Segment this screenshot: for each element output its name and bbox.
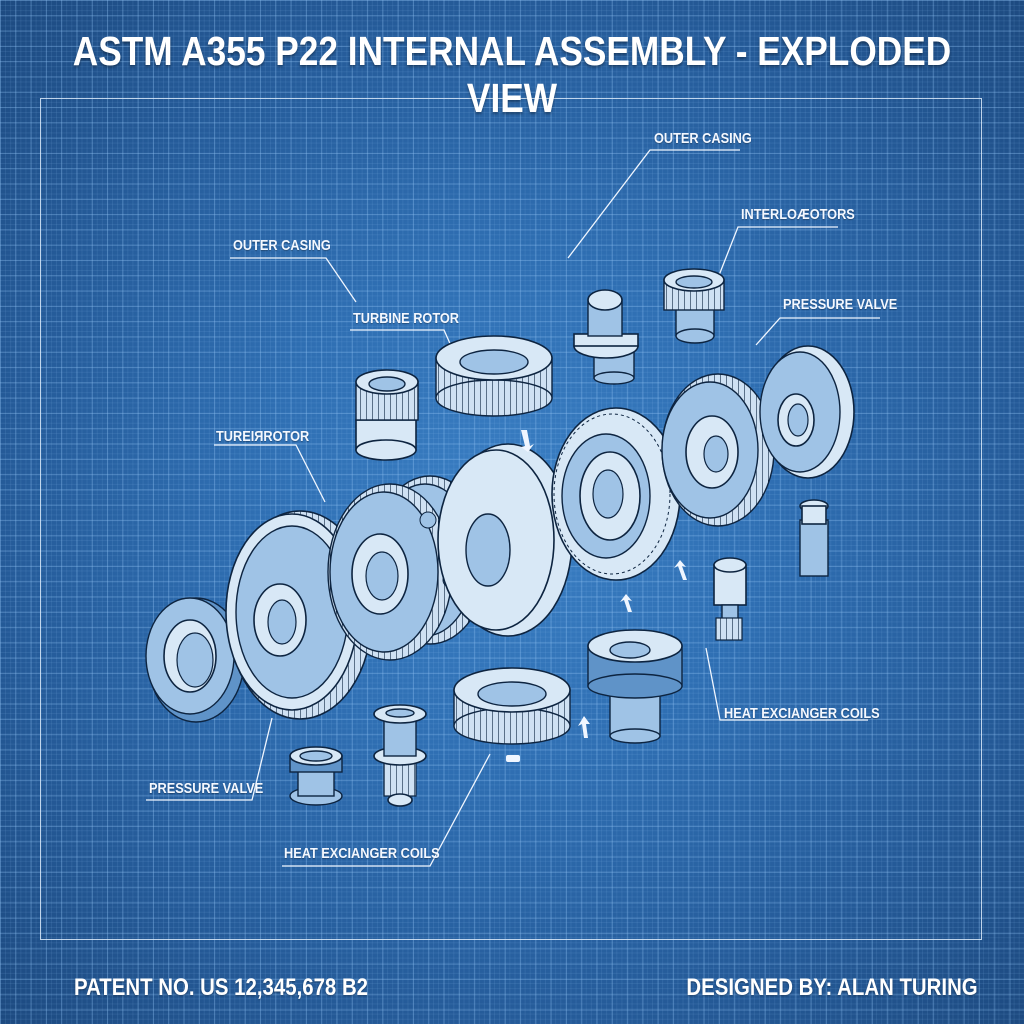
label-turbine-rotor: TURBINE ROTOR <box>353 310 460 327</box>
designer-credit: DESIGNED BY: ALAN TURING <box>686 974 978 1001</box>
patent-number: PATENT NO. US 12,345,678 B2 <box>74 974 369 1001</box>
stepped-shaft-cap <box>573 289 639 385</box>
page-title: ASTM A355 P22 INTERNAL ASSEMBLY - EXPLOD… <box>72 28 952 121</box>
flanged-disc <box>437 443 573 637</box>
bolted-flange-left <box>145 597 245 723</box>
label-heat-exchanger-bottom: HEAT EXCIANGER COILS <box>284 845 440 862</box>
small-pinion-top <box>663 268 725 344</box>
small-pinion-with-hub <box>355 369 419 461</box>
drawing-frame <box>40 98 982 940</box>
bolted-gear <box>661 373 775 527</box>
label-outer-casing-top: OUTER CASING <box>654 130 752 147</box>
helical-gear-ring <box>435 335 553 417</box>
label-turbine-rotor-garbled: TUREIЯROTOR <box>216 428 310 445</box>
short-bushing <box>289 746 343 806</box>
hex-bolt-right <box>799 499 829 577</box>
threaded-plug-right <box>713 557 747 641</box>
label-heat-exchanger-right: HEAT EXCIANGER COILS <box>724 705 880 722</box>
label-pressure-valve-left: PRESSURE VALVE <box>149 780 264 797</box>
threaded-fitting <box>373 704 427 807</box>
bearing-ring <box>551 407 681 581</box>
helical-gear-bottom <box>453 667 571 745</box>
label-pressure-valve-right: PRESSURE VALVE <box>783 296 898 313</box>
pressure-valve-plate <box>759 345 855 479</box>
label-interlocking-rotors: INTERLOÆOTORS <box>741 206 855 223</box>
leader-lines <box>146 149 880 867</box>
flanged-sleeve <box>587 629 683 744</box>
double-gear-stack <box>327 475 489 661</box>
label-outer-casing-left: OUTER CASING <box>233 237 331 254</box>
direction-arrows <box>506 430 687 762</box>
